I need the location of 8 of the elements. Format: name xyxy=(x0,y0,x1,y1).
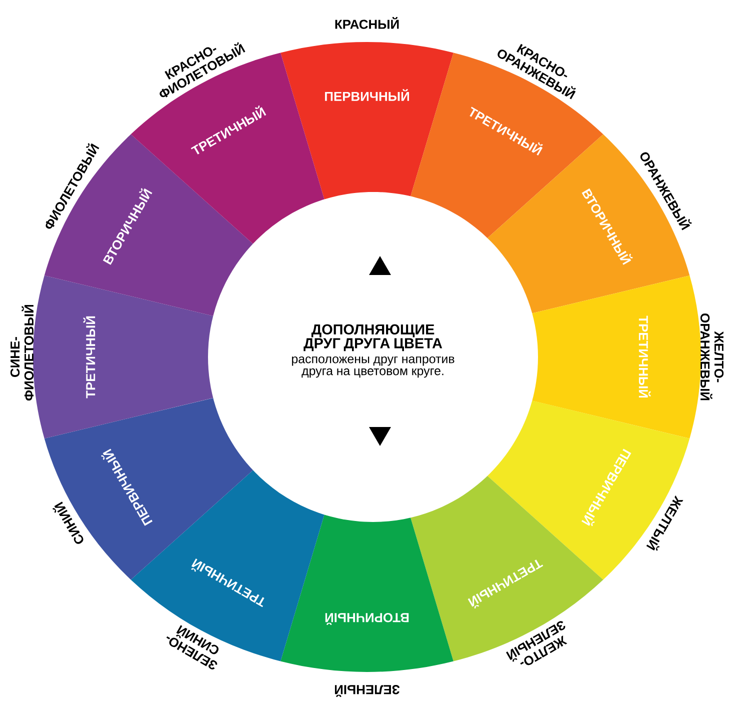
color-name: КРАСНЫЙ xyxy=(335,17,399,29)
color-name: ЖЕЛТО-ОРАНЖЕВЫЙ xyxy=(700,314,724,400)
wheel-segment: ПЕРВИЧНЫЙ xyxy=(280,42,454,212)
wheel-segment: ТРЕТИЧНЫЙ xyxy=(512,275,701,439)
wheel-segment: ТРЕТИЧНЫЙ xyxy=(33,275,222,438)
wheel-segment: ВТОРИЧНЫЙ xyxy=(280,502,454,672)
color-name: ЗЕЛЕНЫЙ xyxy=(334,685,400,697)
color-name: СИНЕ-ФИОЛЕТОВЫЙ xyxy=(10,304,34,401)
